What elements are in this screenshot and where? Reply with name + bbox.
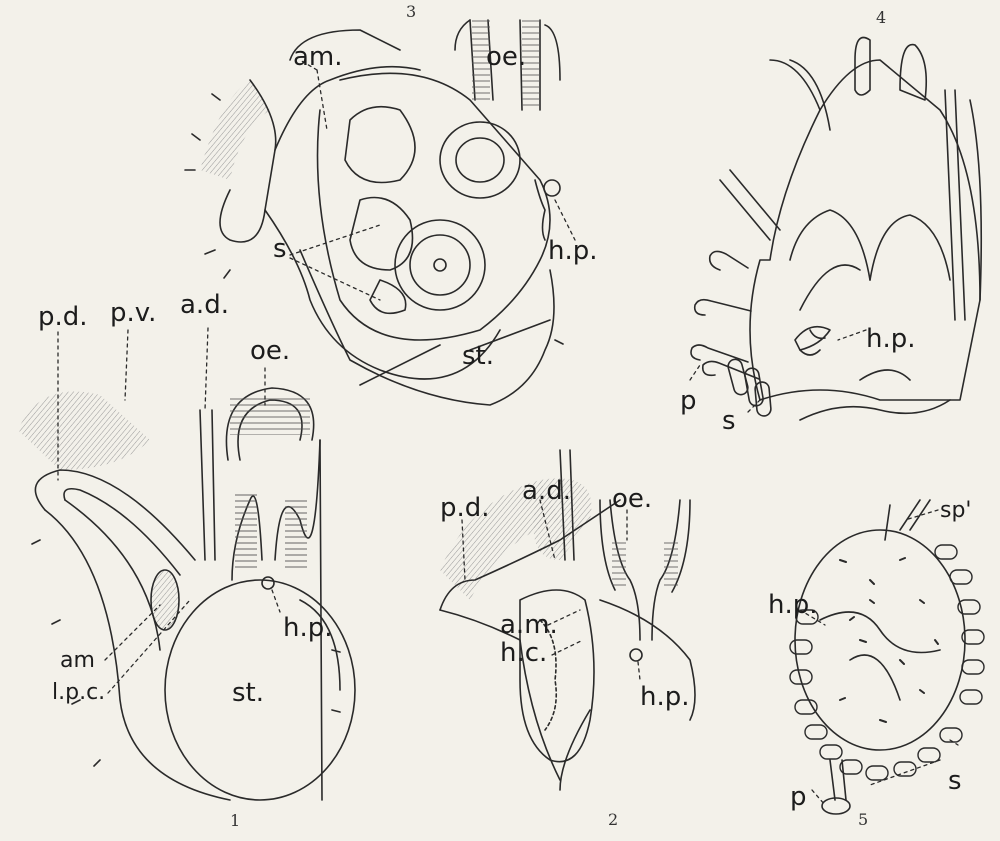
- fig2-label-pd: p.d.: [440, 495, 490, 521]
- leader-lines: [58, 60, 958, 805]
- figure-4-number: 4: [876, 10, 886, 26]
- fig4-label-p: p: [680, 388, 697, 414]
- fig2-label-hp: h.p.: [640, 684, 690, 710]
- fig5-label-sp: sp': [940, 500, 971, 522]
- fig3-label-oe: oe.: [486, 44, 526, 70]
- fig5-label-hp: h.p.: [768, 592, 818, 618]
- fig2-label-hc: h.c.: [500, 640, 547, 666]
- figure-1-drawing: [18, 388, 355, 800]
- figure-2-number: 2: [608, 812, 618, 828]
- fig3-label-hp: h.p.: [548, 238, 598, 264]
- fig4-label-s: s: [722, 408, 736, 434]
- fig3-label-am: am.: [293, 44, 343, 70]
- fig2-label-ad: a.d.: [522, 478, 571, 504]
- figure-4-drawing: [691, 38, 981, 421]
- fig4-label-hp: h.p.: [866, 326, 916, 352]
- fig2-label-am: a.m.: [500, 612, 558, 638]
- fig1-label-pv: p.v.: [110, 300, 156, 326]
- fig1-label-am: am: [60, 650, 95, 672]
- fig3-label-s: s: [273, 236, 287, 262]
- figure-5-number: 5: [858, 812, 868, 828]
- fig5-label-s: s: [948, 768, 962, 794]
- fig5-label-p: p: [790, 784, 807, 810]
- figure-3-drawing: [185, 20, 563, 405]
- fig1-label-ad: a.d.: [180, 292, 229, 318]
- figure-3-number: 3: [406, 4, 416, 20]
- fig1-label-pd: p.d.: [38, 304, 88, 330]
- figure-1-number: 1: [230, 813, 240, 829]
- fig1-label-hp: h.p.: [283, 615, 333, 641]
- fig3-label-st: st.: [462, 343, 494, 369]
- fig1-label-oe: oe.: [250, 338, 290, 364]
- fig1-label-lpc: l.p.c.: [52, 682, 105, 704]
- fig1-label-st: st.: [232, 680, 264, 706]
- fig2-label-oe: oe.: [612, 486, 652, 512]
